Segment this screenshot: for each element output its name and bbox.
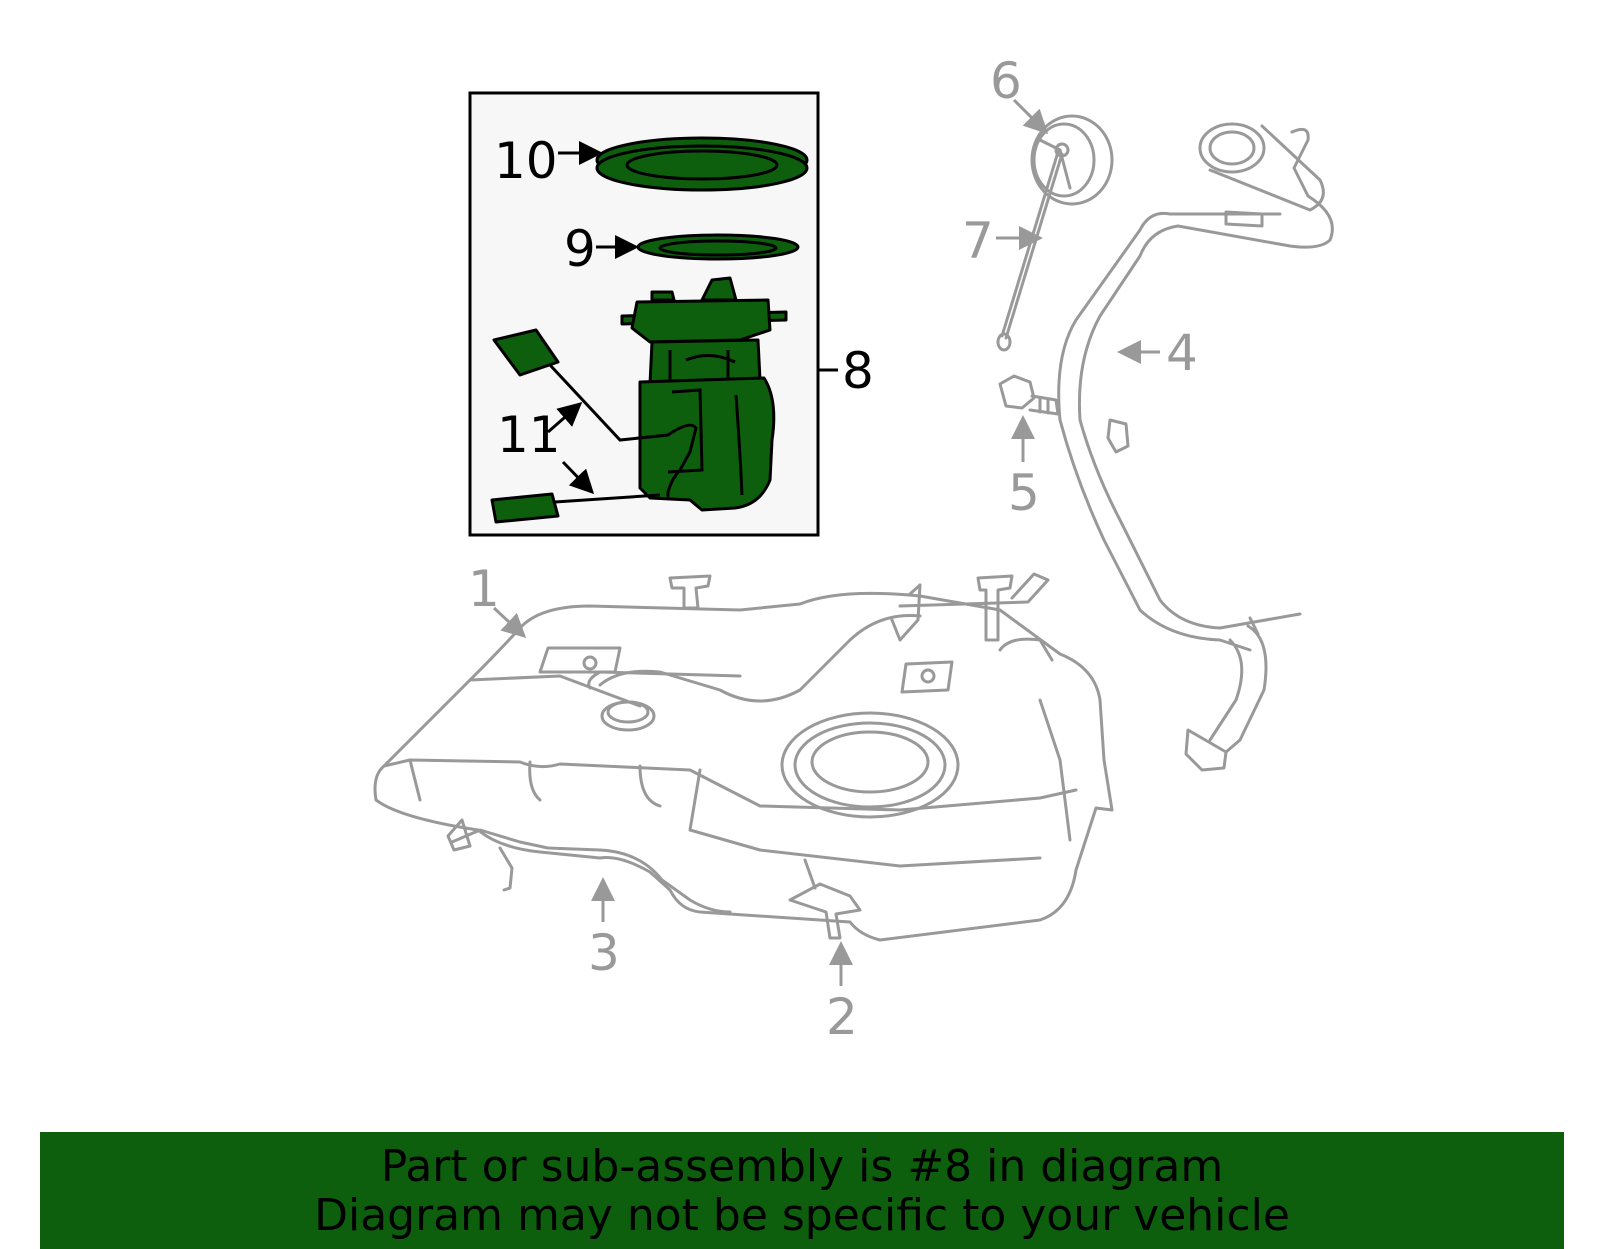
callout-4: 4 [1166,324,1198,382]
callout-6: 6 [990,52,1022,110]
filler-pipe-part-4 [1057,122,1334,772]
strap-part-3 [450,828,732,914]
fuel-pump-inset: 10 9 11 [468,91,820,537]
notice-banner: Part or sub-assembly is #8 in diagram Di… [40,1132,1564,1249]
callout-5: 5 [1008,464,1040,522]
lock-ring-part-10 [595,136,809,192]
callout-3: 3 [588,924,620,982]
bolt-part-5 [998,374,1060,416]
fuel-tank-part-1 [373,572,1114,942]
banner-line-2: Diagram may not be specific to your vehi… [314,1190,1290,1241]
fuel-cap-part-6 [1030,114,1114,206]
callout-11: 11 [497,406,561,464]
pump-module-part-8 [490,276,788,524]
tether-part-7 [996,150,1064,352]
bracket-part-2 [446,818,862,940]
seal-part-9 [636,233,800,261]
banner-line-1: Part or sub-assembly is #8 in diagram [380,1141,1224,1192]
callout-7: 7 [962,212,994,270]
callout-9: 9 [564,220,596,278]
callout-10: 10 [494,132,558,190]
callout-8: 8 [842,342,874,400]
callout-2: 2 [826,988,858,1046]
